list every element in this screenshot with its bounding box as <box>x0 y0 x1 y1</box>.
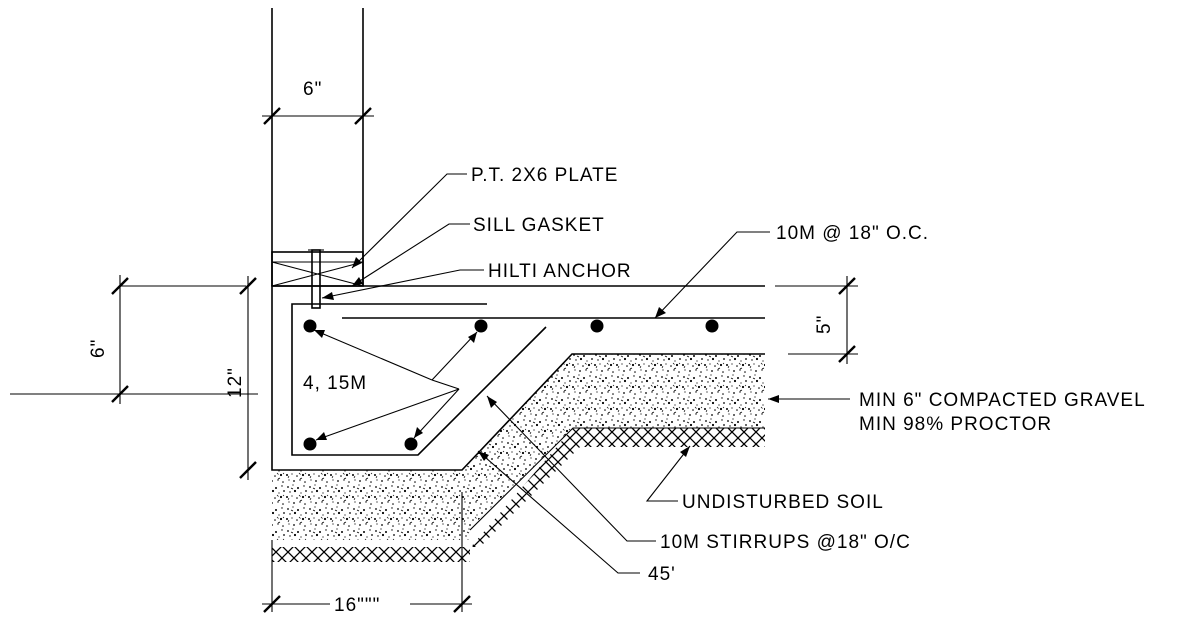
hilti-arrow <box>322 292 334 300</box>
slab-mesh-dot-2 <box>705 319 719 333</box>
rebar-leader-junction <box>431 379 460 390</box>
compacted-gravel-zone <box>272 354 765 540</box>
gravel-label-line2: MIN 98% PROCTOR <box>859 414 1052 435</box>
stirrup-outline <box>291 303 547 456</box>
dim-width-tick-l <box>263 595 281 613</box>
angle-label: 45' <box>648 564 676 585</box>
dim-depth-tick-t <box>239 277 257 295</box>
rebar-arrow-1 <box>314 330 325 338</box>
dim-wall-width-tick-l <box>263 107 281 125</box>
sill-gasket-arrow <box>352 277 363 286</box>
rebar-arrow-2 <box>468 332 477 343</box>
plate-leader <box>351 173 467 269</box>
dim-slab-tick-t <box>838 277 856 295</box>
rebar-top-right <box>474 319 488 333</box>
rebar-leader-4 <box>413 388 460 439</box>
plate-label: P.T. 2X6 PLATE <box>471 165 618 186</box>
footing-depth-label: 12" <box>225 367 246 398</box>
dim-width-tick-r <box>453 595 471 613</box>
soil-arrow <box>680 446 690 457</box>
mesh-arrow <box>655 307 666 318</box>
footing-width-label: 16""" <box>334 595 380 616</box>
soil-edge-line <box>469 427 765 531</box>
stirrups-arrow <box>487 396 497 408</box>
wall-width-label: 6" <box>303 79 322 100</box>
rebar-leader-2 <box>431 331 478 381</box>
rebar-leader-1 <box>313 329 433 381</box>
angle-arrow <box>478 451 489 461</box>
rebar-bottom-left <box>303 437 317 451</box>
sill-gasket-leader <box>351 223 470 287</box>
angle-leader <box>477 450 640 574</box>
stirrups-leader <box>486 395 656 542</box>
dim-top-tick-b <box>111 385 129 403</box>
mesh-leader <box>654 231 770 319</box>
slab-thickness-label: 5" <box>814 315 835 334</box>
top-dim-label: 6" <box>88 339 109 358</box>
plate-cross-b <box>271 261 364 287</box>
hilti-leader <box>321 269 484 299</box>
gravel-label-line1: MIN 6" COMPACTED GRAVEL <box>859 390 1146 411</box>
dim-wall-width-tick-r <box>354 107 372 125</box>
dim-slab-tick-b <box>838 345 856 363</box>
stirrups-label: 10M STIRRUPS @18" O/C <box>660 532 911 553</box>
undisturbed-soil-zone <box>272 428 765 562</box>
rebar-bottom-right <box>404 437 418 451</box>
gravel-arrow <box>768 395 779 403</box>
rebar-arrow-4 <box>414 427 423 438</box>
hilti-anchor-bolt <box>311 249 321 309</box>
dim-depth-tick-b <box>239 461 257 479</box>
sill-gasket-label: SILL GASKET <box>473 215 605 236</box>
rebar-leader-3 <box>315 388 460 441</box>
mesh-label: 10M @ 18" O.C. <box>776 223 929 244</box>
soil-leader <box>645 445 691 502</box>
rebar-label: 4, 15M <box>303 373 367 394</box>
slab-mesh-dot-1 <box>590 319 604 333</box>
footing-outline <box>271 285 765 471</box>
plate-leader-arrow <box>352 257 362 268</box>
dim-top-tick-t <box>111 277 129 295</box>
hilti-anchor-label: HILTI ANCHOR <box>488 261 632 282</box>
undisturbed-soil-label: UNDISTURBED SOIL <box>682 492 884 513</box>
pt-plate <box>271 251 364 287</box>
rebar-arrow-3 <box>316 432 327 440</box>
rebar-top-left <box>303 319 317 333</box>
